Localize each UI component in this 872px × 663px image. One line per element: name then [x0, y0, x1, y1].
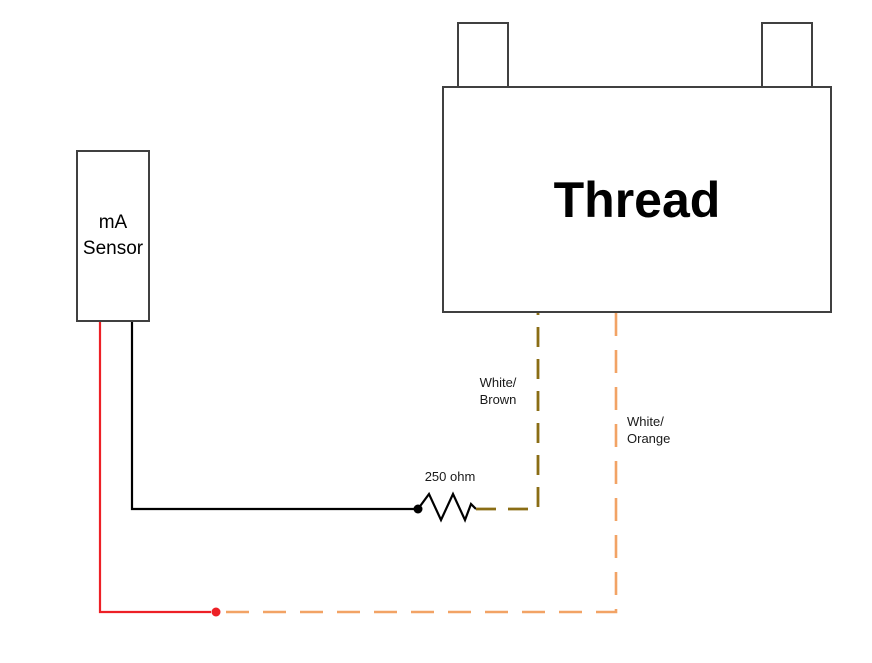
resistor-label: 250 ohm	[424, 469, 476, 484]
black-signal-wire	[130, 322, 414, 511]
thread-terminal-left	[457, 22, 509, 88]
thread-terminal-right	[761, 22, 813, 88]
white-orange-label-line2: Orange	[627, 431, 671, 446]
thread-box: Thread	[442, 86, 832, 313]
white-brown-label-line1: White/	[479, 375, 517, 390]
red-supply-wire	[98, 322, 211, 614]
ma-sensor-label-line2: Sensor	[82, 238, 144, 259]
ma-sensor-label-line1: mA	[98, 212, 128, 233]
white-brown-label-line2: Brown	[479, 392, 517, 407]
white-orange-label: White/ Orange	[627, 413, 670, 447]
ma-sensor-label: mA Sensor	[83, 210, 143, 262]
red-junction-dot	[211, 607, 221, 617]
thread-label: Thread	[553, 171, 721, 228]
ma-sensor-box: mA Sensor	[76, 150, 150, 322]
black-junction-dot	[413, 504, 423, 514]
white-orange-wire	[222, 313, 618, 614]
white-brown-label: White/ Brown	[467, 374, 529, 408]
resistor-symbol	[417, 491, 477, 523]
white-orange-label-line1: White/	[627, 414, 664, 429]
